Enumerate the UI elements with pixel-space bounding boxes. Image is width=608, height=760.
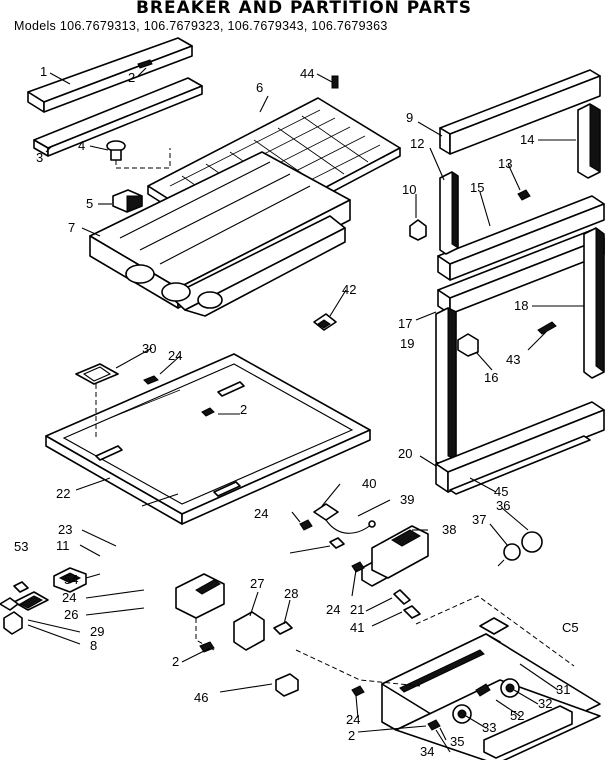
- part-screw-and-clip: [106, 140, 171, 213]
- callout-19: 19: [400, 336, 414, 351]
- callout-39: 40: [362, 476, 376, 491]
- callout-38: 39: [400, 492, 414, 507]
- callout-2-c: 2: [172, 654, 179, 669]
- callout-22: 22: [56, 486, 70, 501]
- diagram-title: BREAKER AND PARTITION PARTS: [135, 0, 473, 18]
- callout-40: 41: [350, 620, 364, 635]
- part-tray: [45, 353, 371, 525]
- part-41: [313, 313, 337, 331]
- part-lower-left: [0, 567, 299, 697]
- callout-29: 30: [142, 341, 156, 356]
- callout-13: 13: [498, 156, 512, 171]
- callout-54: 11: [56, 538, 70, 553]
- callout-4: 4: [78, 138, 85, 153]
- callout-20: 20: [398, 446, 412, 461]
- callout-2-b: 2: [240, 402, 247, 417]
- callout-18: 18: [514, 298, 528, 313]
- corner-code: C5: [562, 620, 579, 635]
- callout-26: 27: [250, 576, 264, 591]
- callout-11: 8: [90, 638, 97, 653]
- callout-24-e: 24: [346, 712, 360, 727]
- callout-31: 32: [538, 696, 552, 711]
- callout-2: 2: [128, 70, 135, 85]
- callout-5: 5: [86, 196, 93, 211]
- part-breaker-strip: [27, 37, 203, 157]
- callout-21: 21: [350, 602, 364, 617]
- callout-45: 46: [194, 690, 208, 705]
- callout-44: 45: [494, 484, 508, 499]
- callout-25: 26: [64, 607, 78, 622]
- callout-12: 12: [410, 136, 424, 151]
- callout-24-d: 24: [326, 602, 340, 617]
- callout-28: 29: [90, 624, 104, 639]
- leader-lines: [27, 67, 584, 753]
- callout-6: 6: [256, 80, 263, 95]
- part-29: [75, 363, 119, 440]
- callout-36: 37: [472, 512, 486, 527]
- callout-2-d: 2: [348, 728, 355, 743]
- part-control-panel: [295, 595, 601, 760]
- part-right-panels: [409, 69, 605, 495]
- callout-53: 54: [64, 572, 78, 587]
- callout-16: 16: [484, 370, 498, 385]
- callout-33: 34: [420, 744, 434, 759]
- callout-17: 17: [398, 316, 412, 331]
- callout-34: 35: [450, 734, 464, 749]
- callout-24-b: 24: [62, 590, 76, 605]
- callout-1: 1: [40, 64, 47, 79]
- callout-43: 44: [300, 66, 314, 81]
- callout-24-c: 24: [254, 506, 268, 521]
- callout-27: 28: [284, 586, 298, 601]
- callout-52: 53: [14, 539, 28, 554]
- models-subtitle: Models 106.7679313, 106.7679323, 106.767…: [14, 19, 388, 33]
- part-control-housing: [299, 503, 543, 619]
- callout-37: 38: [442, 522, 456, 537]
- callout-32: 33: [482, 720, 496, 735]
- callout-30: 31: [556, 682, 570, 697]
- callout-23: 23: [58, 522, 72, 537]
- callout-41: 42: [342, 282, 356, 297]
- callout-9: 9: [406, 110, 413, 125]
- callout-15: 15: [470, 180, 484, 195]
- callout-14: 14: [520, 132, 534, 147]
- callout-labels: 1 2 3 4 5 6 7 9 10 12 13 14 15 16 17 18 …: [14, 64, 579, 759]
- callout-7: 7: [68, 220, 75, 235]
- callout-46: 52: [510, 708, 524, 723]
- callout-42: 43: [506, 352, 520, 367]
- callout-10: 10: [402, 182, 416, 197]
- callout-3: 3: [36, 150, 43, 165]
- callout-24-a: 24: [168, 348, 182, 363]
- callout-35: 36: [496, 498, 510, 513]
- part-breaker-assembly: [89, 151, 351, 317]
